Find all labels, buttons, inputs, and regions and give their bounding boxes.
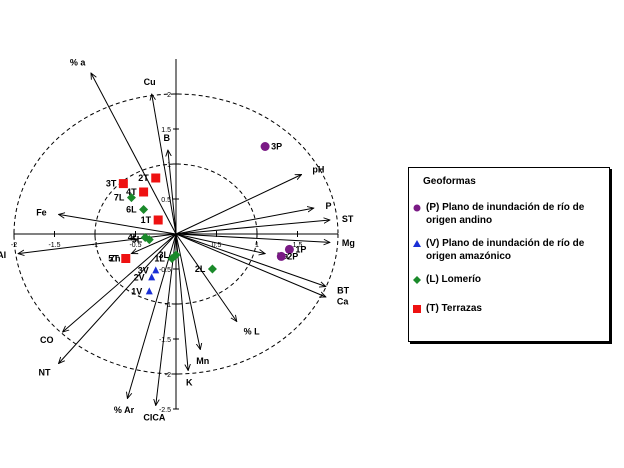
sample-point-label: 3T — [106, 179, 117, 189]
vector-label: Fe — [36, 207, 47, 217]
vector-label: Zn — [109, 253, 120, 263]
vector-arrow — [175, 233, 326, 297]
x-tick-label: -2 — [11, 242, 17, 249]
sample-point — [139, 187, 149, 197]
vector-arrow — [175, 175, 302, 235]
vector-arrow — [168, 150, 177, 235]
vector-label: pH — [312, 164, 324, 174]
legend-item-v: (V) Plano de inundación de río de origen… — [413, 237, 603, 263]
sample-point — [145, 287, 153, 295]
legend-item-l: (L) Lomerío — [413, 273, 603, 286]
y-tick-label: -1.5 — [159, 337, 171, 344]
diamond-marker-icon — [413, 276, 421, 284]
x-tick-label: -1.5 — [48, 242, 60, 249]
sample-point — [148, 273, 156, 281]
sample-point-label: 5T — [108, 254, 119, 264]
vector-arrow — [175, 233, 237, 322]
sample-point — [153, 215, 163, 225]
sample-point — [207, 264, 217, 274]
x-tick-label: -1 — [92, 242, 98, 249]
legend-label-t: (T) Terrazas — [426, 303, 482, 314]
sample-point — [144, 235, 154, 245]
sample-point — [284, 244, 294, 254]
legend-label-l: (L) Lomerío — [426, 274, 481, 285]
sample-point-label: 3V — [138, 265, 149, 275]
circle-marker-icon — [413, 204, 421, 212]
vector-arrow — [175, 220, 330, 235]
sample-point — [151, 173, 161, 183]
vector-label: % a — [70, 57, 87, 67]
vector-label: CICA — [143, 412, 165, 422]
triangle-marker-icon — [413, 240, 421, 247]
sample-point-label: 5L — [132, 235, 143, 245]
legend-item-p: (P) Plano de inundación de río de origen… — [413, 201, 603, 227]
sample-point-label: 1P — [295, 244, 306, 254]
vector-label: BT — [337, 285, 349, 295]
vector-label: K — [186, 377, 193, 387]
legend-item-t: (T) Terrazas — [413, 302, 603, 315]
y-tick-label: 0.5 — [161, 197, 171, 204]
vector-arrow — [59, 233, 177, 364]
square-marker-icon — [413, 305, 421, 313]
sample-point — [152, 266, 160, 274]
x-tick-label: -0.5 — [129, 242, 141, 249]
vector-arrow — [175, 233, 265, 254]
vector-label: P — [325, 201, 331, 211]
vector-label: ST — [342, 214, 354, 224]
vector-label: NT — [38, 367, 50, 377]
vector-arrow — [175, 208, 314, 235]
sample-point-label: 1L — [154, 254, 165, 264]
sample-point — [171, 250, 181, 260]
vector-arrow — [175, 233, 326, 287]
vector-arrow — [127, 233, 177, 399]
vector-label: % Ar — [114, 405, 135, 415]
sample-point-label: 3P — [271, 142, 282, 152]
legend-title: Geoformas — [423, 176, 476, 187]
sample-point-label: 2L — [195, 264, 206, 274]
sample-point-label: 7L — [114, 193, 125, 203]
vector-arrow — [63, 233, 177, 332]
y-tick-label: -2.5 — [159, 407, 171, 414]
legend-label-p: (P) Plano de inundación de río de origen… — [426, 202, 585, 226]
y-tick-label: -2 — [165, 372, 171, 379]
sample-point-label: 4T — [126, 187, 137, 197]
sample-point — [276, 251, 286, 261]
x-tick-label: 1.5 — [293, 242, 303, 249]
sample-point-label: 4L — [128, 233, 139, 243]
sample-point-label: 3L — [158, 250, 169, 260]
sample-point-label: 1V — [131, 286, 142, 296]
sample-point — [139, 205, 149, 214]
vector-arrow — [131, 233, 177, 254]
vector-label: B — [163, 133, 170, 143]
vector-arrow — [175, 233, 330, 242]
x-tick-label: 0.5 — [212, 242, 222, 249]
sample-point-label: 2V — [134, 272, 145, 282]
vector-label: SAI — [0, 250, 6, 260]
x-tick-label: 1 — [255, 242, 259, 249]
vector-label: Mn — [196, 356, 209, 366]
y-tick-label: 2 — [167, 92, 171, 99]
sample-point-label: 1T — [141, 215, 152, 225]
vector-arrow — [156, 233, 177, 406]
vector-arrow — [152, 94, 177, 235]
vector-label: Mg — [342, 238, 355, 248]
vector-arrow — [175, 233, 200, 350]
sample-point-label: 6L — [126, 205, 137, 215]
sample-point — [118, 179, 128, 189]
vector-arrow — [91, 73, 177, 235]
vector-label: % L — [244, 326, 261, 336]
legend-label-v: (V) Plano de inundación de río de origen… — [426, 238, 585, 262]
vector-arrow — [59, 214, 177, 235]
sample-point — [126, 193, 136, 203]
vector-label: CO — [40, 335, 54, 345]
sample-point-label: 2P — [287, 251, 298, 261]
sample-point-label: 2T — [138, 173, 149, 183]
vector-label: Cu — [144, 77, 156, 87]
vector-label: Ca — [337, 297, 349, 307]
sample-point — [121, 254, 131, 263]
legend-box: Geoformas (P) Plano de inundación de río… — [408, 167, 610, 342]
sample-point — [260, 142, 270, 151]
y-tick-label: 1.5 — [161, 127, 171, 134]
